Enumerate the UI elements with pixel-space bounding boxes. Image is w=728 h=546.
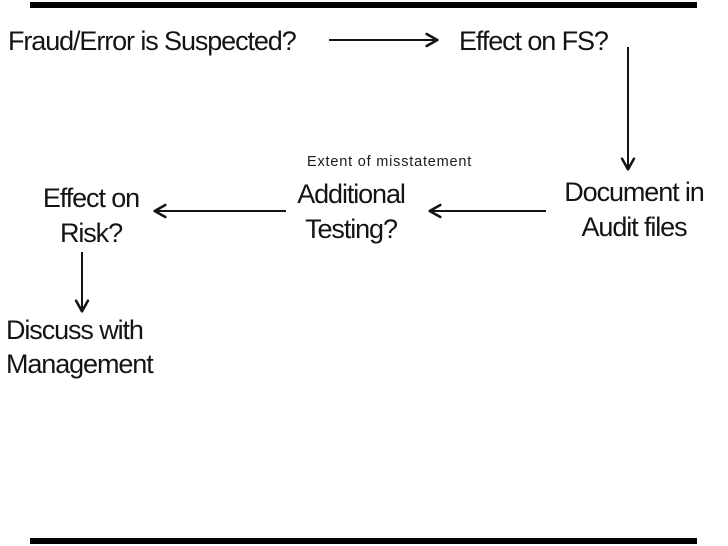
node-effect-risk-line1: Effect on <box>42 183 140 213</box>
node-effect-on-risk: Effect on Risk? <box>16 181 166 251</box>
node-document-line2: Audit files <box>581 212 688 242</box>
node-discuss-line2: Management <box>6 349 154 379</box>
node-document-line1: Document in <box>564 177 705 207</box>
bottom-accent-bar <box>30 538 697 544</box>
node-additional-testing-line1: Additional <box>297 179 406 209</box>
node-effect-risk-line2: Risk? <box>59 218 123 248</box>
top-accent-bar <box>30 2 697 8</box>
node-discuss-with-management: Discuss with Management <box>6 313 154 381</box>
node-fraud-error-suspected: Fraud/Error is Suspected? <box>8 26 297 56</box>
node-document-in-audit-files: Document in Audit files <box>549 175 719 245</box>
node-effect-on-fs: Effect on FS? <box>459 26 609 56</box>
node-additional-testing-line2: Testing? <box>305 214 398 244</box>
note-extent-of-misstatement: Extent of misstatement <box>307 154 473 170</box>
node-discuss-line1: Discuss with <box>6 315 144 345</box>
node-additional-testing: Additional Testing? <box>271 177 431 247</box>
